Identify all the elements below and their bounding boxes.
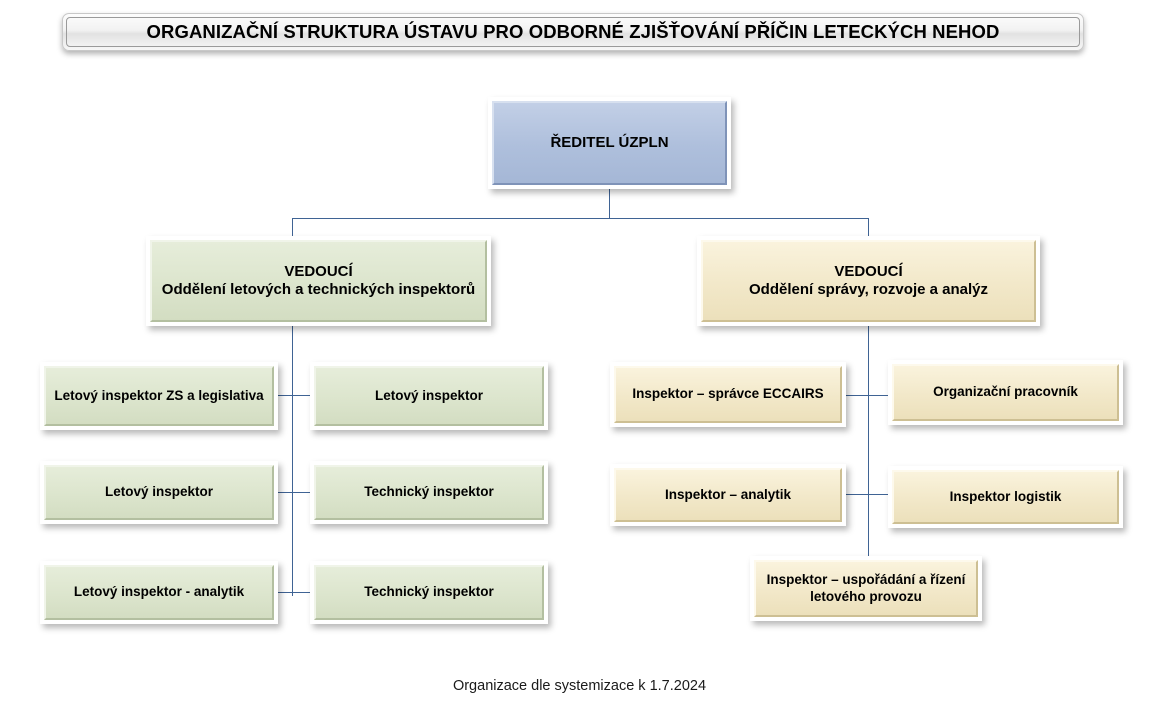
node-left-r1c1-label: Letový inspektor ZS a legislativa (54, 387, 264, 403)
node-right-r3-label: Inspektor – uspořádání a řízení letového… (766, 572, 966, 604)
page-title-banner: ORGANIZAČNÍ STRUKTURA ÚSTAVU PRO ODBORNÉ… (62, 13, 1084, 51)
node-left-r3c2[interactable]: Technický inspektor (310, 561, 548, 624)
node-left-r3c1[interactable]: Letový inspektor - analytik (40, 561, 278, 624)
connector-right-spine (868, 326, 869, 556)
node-left-r3c2-inner: Technický inspektor (314, 565, 544, 620)
node-right-r2c1[interactable]: Inspektor – analytik (610, 464, 846, 526)
connector-left-row3 (278, 592, 310, 593)
node-director[interactable]: ŘEDITEL ÚZPLN (488, 97, 731, 189)
node-right-r2c2[interactable]: Inspektor logistik (888, 466, 1123, 528)
connector-left-spine (292, 326, 293, 596)
node-left-r2c1[interactable]: Letový inspektor (40, 461, 278, 524)
node-right-r2c1-label: Inspektor – analytik (664, 486, 792, 502)
node-dept-flight-technical-role: VEDOUCÍ (284, 262, 353, 280)
node-director-label: ŘEDITEL ÚZPLN (550, 133, 669, 151)
node-left-r3c2-label: Technický inspektor (364, 584, 494, 600)
node-left-r1c1-inner: Letový inspektor ZS a legislativa (44, 366, 274, 426)
node-right-r1c2-inner: Organizační pracovník (892, 364, 1119, 421)
node-right-r1c2[interactable]: Organizační pracovník (888, 360, 1123, 425)
node-left-r2c2[interactable]: Technický inspektor (310, 461, 548, 524)
node-left-r2c2-label: Technický inspektor (364, 484, 494, 500)
node-left-r3c1-inner: Letový inspektor - analytik (44, 565, 274, 620)
node-director-inner: ŘEDITEL ÚZPLN (492, 101, 727, 185)
node-left-r2c1-label: Letový inspektor (104, 484, 214, 500)
node-right-r1c1-label: Inspektor – správce ECCAIRS (632, 386, 824, 402)
connector-left-row1 (278, 395, 310, 396)
node-right-r1c1[interactable]: Inspektor – správce ECCAIRS (610, 362, 846, 427)
node-left-r2c1-inner: Letový inspektor (44, 465, 274, 520)
connector-bus-to-left-dept (292, 218, 293, 236)
node-right-r3-inner: Inspektor – uspořádání a řízení letového… (754, 560, 978, 617)
node-dept-admin-analysis[interactable]: VEDOUCÍ Oddělení správy, rozvoje a analý… (697, 236, 1040, 326)
node-right-r1c1-inner: Inspektor – správce ECCAIRS (614, 366, 842, 423)
node-right-r2c2-label: Inspektor logistik (949, 488, 1062, 504)
node-left-r3c1-label: Letový inspektor - analytik (73, 584, 245, 600)
node-right-r3[interactable]: Inspektor – uspořádání a řízení letového… (750, 556, 982, 621)
node-left-r1c2-inner: Letový inspektor (314, 366, 544, 426)
node-dept-admin-analysis-inner: VEDOUCÍ Oddělení správy, rozvoje a analý… (701, 240, 1036, 322)
node-dept-flight-technical-name: Oddělení letových a technických inspekto… (161, 281, 476, 298)
node-dept-admin-analysis-role: VEDOUCÍ (834, 262, 903, 280)
node-left-r2c2-inner: Technický inspektor (314, 465, 544, 520)
node-right-r2c2-inner: Inspektor logistik (892, 470, 1119, 524)
node-left-r1c1[interactable]: Letový inspektor ZS a legislativa (40, 362, 278, 430)
node-right-r1c2-label: Organizační pracovník (933, 384, 1078, 400)
connector-bus-to-right-dept (868, 218, 869, 236)
footer-note: Organizace dle systemizace k 1.7.2024 (452, 678, 707, 694)
node-left-r1c2-label: Letový inspektor (374, 387, 484, 403)
node-dept-admin-analysis-name: Oddělení správy, rozvoje a analýz (749, 281, 988, 298)
page-title-inner: ORGANIZAČNÍ STRUKTURA ÚSTAVU PRO ODBORNÉ… (66, 17, 1080, 47)
node-right-r2c1-inner: Inspektor – analytik (614, 468, 842, 522)
connector-director-stem (609, 189, 610, 219)
connector-left-row2 (278, 492, 310, 493)
connector-top-bus (292, 218, 869, 219)
page-title: ORGANIZAČNÍ STRUKTURA ÚSTAVU PRO ODBORNÉ… (146, 21, 1000, 42)
node-left-r1c2[interactable]: Letový inspektor (310, 362, 548, 430)
connector-right-row2 (846, 494, 888, 495)
connector-right-row1 (846, 395, 888, 396)
node-dept-flight-technical[interactable]: VEDOUCÍ Oddělení letových a technických … (146, 236, 491, 326)
node-dept-flight-technical-inner: VEDOUCÍ Oddělení letových a technických … (150, 240, 487, 322)
